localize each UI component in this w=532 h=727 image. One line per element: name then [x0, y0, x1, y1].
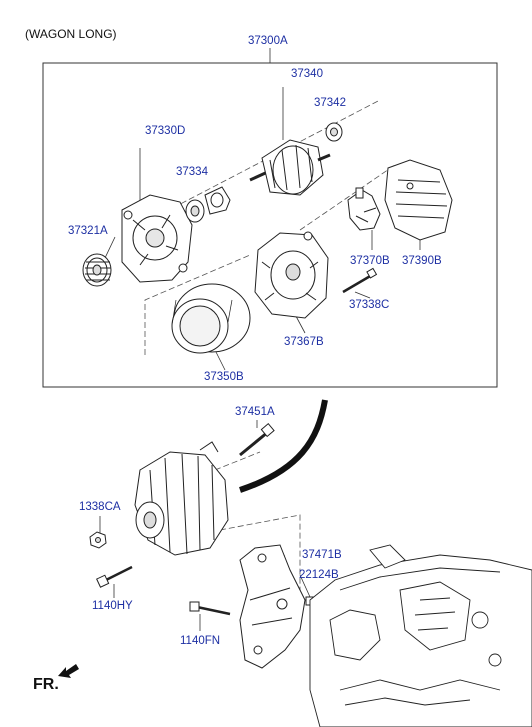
regulator-part [347, 187, 381, 231]
label-nut[interactable]: 1338CA [79, 501, 121, 513]
pulley-part [82, 253, 112, 287]
leader-37321A [104, 236, 116, 259]
leader-22124B [299, 574, 311, 598]
label-through-bolt[interactable]: 37338C [349, 299, 390, 311]
nut-part [89, 531, 107, 549]
label-mount-bolt-long[interactable]: 37451A [235, 406, 275, 418]
rear-cover-part [384, 159, 453, 241]
label-rear-cover[interactable]: 37390B [402, 255, 442, 267]
rear-bracket-part [254, 231, 329, 319]
axis-line-rear [299, 164, 396, 231]
mount-bolt-long-part [239, 423, 275, 457]
spacer-plate-part [204, 186, 231, 215]
label-bolt-bracket[interactable]: 1140FN [180, 635, 221, 647]
label-rotor[interactable]: 37340 [291, 68, 323, 80]
direction-label: FR. [33, 676, 59, 693]
leader-37338C [354, 291, 371, 299]
label-pulley[interactable]: 37321A [68, 225, 108, 237]
drive-belt-curve [239, 399, 328, 493]
bracket-part [239, 544, 306, 669]
axis-line-bracket [219, 514, 301, 590]
forward-arrow-icon [58, 664, 79, 678]
stator-part [171, 283, 251, 354]
variant-label: (WAGON LONG) [25, 27, 117, 41]
label-rotor-bearing[interactable]: 37342 [314, 97, 346, 109]
label-stator[interactable]: 37350B [204, 371, 244, 383]
label-regulator[interactable]: 37370B [350, 255, 390, 267]
label-bracket[interactable]: 37471B [302, 549, 342, 561]
rotor-bearing-part [325, 122, 343, 142]
axis-line-lower [144, 254, 251, 355]
rotor-part [249, 139, 331, 196]
bolt-bracket-part [189, 601, 231, 616]
label-dowel[interactable]: 22124B [299, 569, 339, 581]
engine-block-part [309, 544, 532, 727]
front-bracket-part [121, 194, 193, 283]
label-front-bearing[interactable]: 37334 [176, 166, 208, 178]
axis-line-bolt [214, 451, 261, 471]
bolt-lower-part [96, 565, 133, 588]
front-bearing-part [185, 199, 205, 223]
leader-37350B [214, 349, 226, 371]
label-front-bracket[interactable]: 37330D [145, 125, 186, 137]
label-rear-bracket[interactable]: 37367B [284, 336, 324, 348]
through-bolt-part [342, 267, 378, 294]
assembled-alternator-part [134, 441, 229, 556]
label-bolt-lower[interactable]: 1140HY [92, 600, 133, 612]
label-assembly[interactable]: 37300A [248, 35, 288, 47]
